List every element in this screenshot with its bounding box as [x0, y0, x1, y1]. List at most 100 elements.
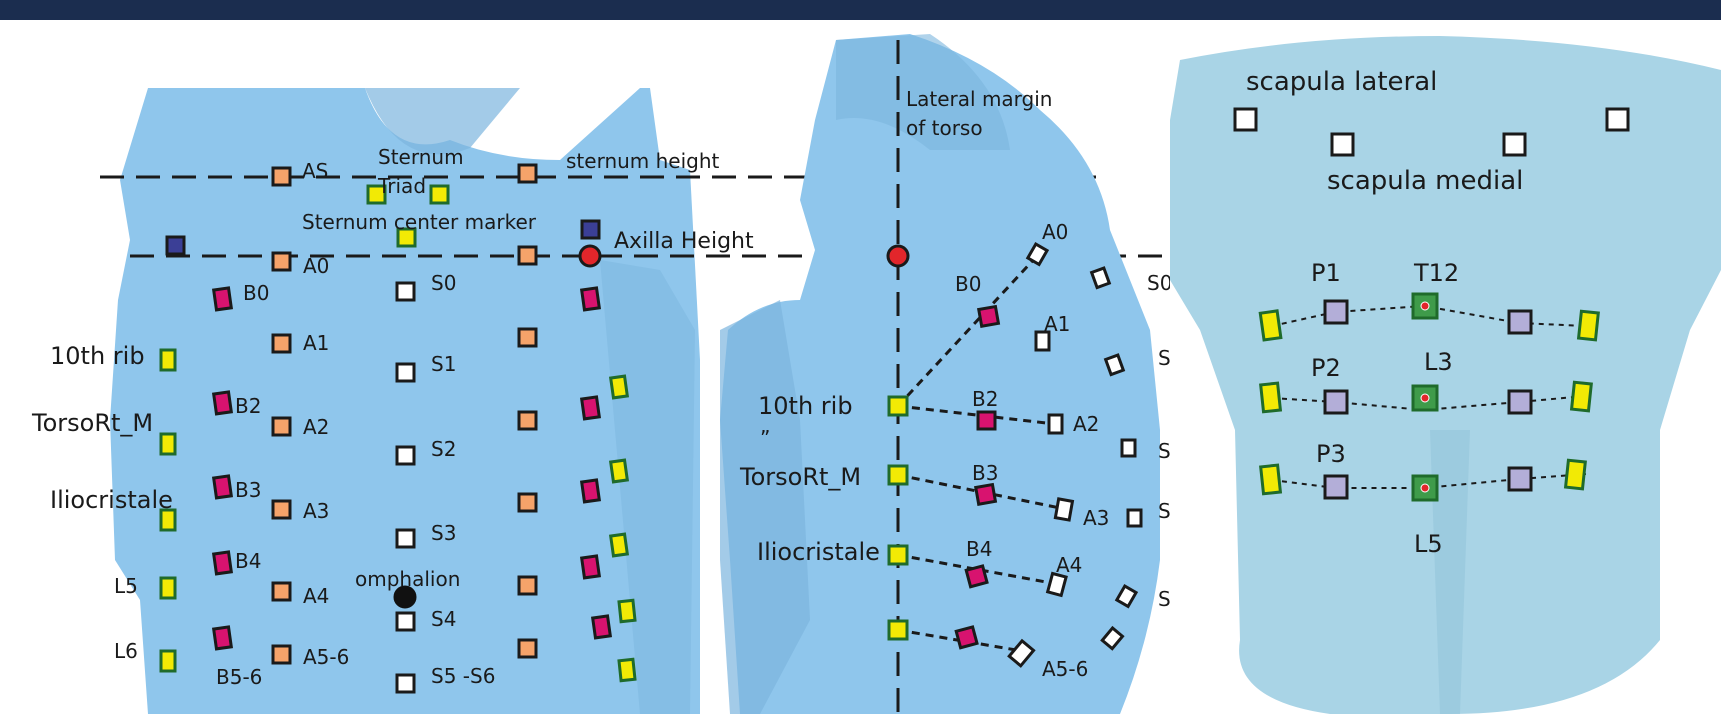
marker-back-t12-left-outer	[1260, 311, 1281, 340]
label-l3: L3	[1424, 348, 1453, 376]
label-omphalion: omphalion	[355, 567, 460, 591]
label-side-a5-6: A5-6	[1042, 657, 1088, 681]
marker-s5-s6	[397, 675, 414, 692]
label-side-a3: A3	[1083, 506, 1109, 530]
marker-a0	[273, 253, 290, 270]
label-l5-back: L5	[1414, 530, 1443, 558]
label-side-a2: A2	[1073, 412, 1099, 436]
label-side-tenth-rib: 10th rib	[758, 392, 853, 420]
marker-tenth-rib-left	[161, 350, 175, 370]
label-a1: A1	[303, 331, 329, 355]
marker-side-pelvis	[889, 621, 907, 639]
label-b0: B0	[243, 281, 269, 305]
marker-axilla-left-navy	[167, 237, 184, 254]
marker-back-l3-left-outer	[1261, 383, 1281, 412]
label-scapula-medial: scapula medial	[1327, 166, 1523, 196]
label-sternum-triad-line1: Sternum	[378, 145, 464, 169]
back-view-panel: scapula lateral scapula medial P1 T12 P2…	[1170, 20, 1721, 714]
marker-s0	[397, 283, 414, 300]
label-sternum-center-marker: Sternum center marker	[302, 210, 537, 234]
label-side-torso-rt-m: TorsoRt_M	[739, 463, 861, 491]
marker-side-torso-rt-m	[889, 466, 907, 484]
marker-b4-right	[582, 556, 600, 578]
label-tenth-rib: 10th rib	[50, 342, 145, 370]
marker-a4	[273, 583, 290, 600]
side-view-panel: Lateral margin of torso A0 B0 S0 A1 S 10…	[720, 34, 1183, 714]
label-side-b2: B2	[972, 387, 998, 411]
label-side-a1: A1	[1044, 312, 1070, 336]
label-side-tick: ”	[760, 426, 770, 450]
marker-l5-left	[161, 578, 175, 598]
label-s2: S2	[431, 437, 456, 461]
marker-scapula-lateral-right	[1607, 109, 1628, 130]
marker-side-a2	[1049, 415, 1062, 433]
marker-b4	[214, 552, 232, 574]
label-s0: S0	[431, 271, 456, 295]
marker-p1-left	[1325, 301, 1347, 323]
label-scapula-lateral: scapula lateral	[1246, 67, 1437, 97]
marker-t12-dot	[1421, 302, 1429, 310]
marker-s2	[397, 447, 414, 464]
label-side-b4: B4	[966, 537, 992, 561]
marker-s3	[397, 530, 414, 547]
marker-p1-right	[1509, 311, 1531, 333]
marker-scapula-lateral-left	[1235, 109, 1256, 130]
marker-l6-left	[161, 651, 175, 671]
label-b3: B3	[235, 478, 261, 502]
marker-a2	[273, 418, 290, 435]
label-side-b3: B3	[972, 461, 998, 485]
label-side-iliocristale: Iliocristale	[757, 538, 880, 566]
marker-back-l5-left-outer	[1261, 465, 1281, 494]
marker-a1-right	[519, 329, 536, 346]
marker-sternum-triad-right	[431, 186, 448, 203]
marker-a3-right	[519, 494, 536, 511]
label-iliocristale: Iliocristale	[50, 486, 173, 514]
marker-side-b2	[978, 412, 995, 429]
marker-sternum-height-right	[519, 165, 536, 182]
label-side-b0: B0	[955, 272, 981, 296]
label-a3: A3	[303, 499, 329, 523]
marker-b2-right	[582, 397, 600, 419]
marker-a2-right	[519, 412, 536, 429]
top-header-bar	[0, 0, 1721, 20]
label-p2: P2	[1311, 354, 1341, 382]
marker-side-b4	[966, 566, 987, 587]
marker-side-a3	[1055, 499, 1072, 520]
marker-tenth-rib-right	[611, 376, 628, 398]
marker-side-s2	[1122, 440, 1135, 456]
label-lateral-margin-line2: of torso	[906, 116, 983, 140]
marker-torso-rt-m-left	[161, 434, 175, 454]
marker-axilla-right-navy	[582, 221, 599, 238]
label-lateral-margin-line1: Lateral margin	[906, 87, 1052, 111]
marker-a0-right	[519, 247, 536, 264]
marker-s4	[397, 613, 414, 630]
marker-as	[273, 168, 290, 185]
marker-a5-6-right	[519, 640, 536, 657]
label-s4: S4	[431, 607, 456, 631]
label-p1: P1	[1311, 259, 1341, 287]
marker-l5-right	[619, 600, 635, 621]
label-b5-6: B5-6	[216, 665, 262, 689]
marker-torso-rt-m-right	[611, 460, 628, 482]
label-side-a4: A4	[1056, 553, 1082, 577]
marker-back-t12-right-outer	[1579, 311, 1599, 340]
label-torso-rt-m: TorsoRt_M	[31, 409, 153, 437]
marker-p3-left	[1325, 476, 1347, 498]
marker-scapula-medial-right	[1504, 134, 1525, 155]
marker-p2-left	[1325, 391, 1347, 413]
marker-back-l5-right-outer	[1566, 460, 1586, 489]
marker-a3	[273, 501, 290, 518]
marker-p2-right	[1509, 391, 1531, 413]
label-b2: B2	[235, 394, 261, 418]
marker-b5-6	[214, 627, 232, 649]
marker-a5-6	[273, 646, 290, 663]
marker-iliocristale-right	[611, 534, 628, 556]
marker-l6-right	[619, 659, 635, 680]
marker-side-s3	[1128, 510, 1141, 526]
label-p3: P3	[1316, 440, 1346, 468]
marker-axilla-red-front	[580, 246, 600, 266]
label-side-a0: A0	[1042, 220, 1068, 244]
label-sternum-triad-line2: Triad	[377, 174, 426, 198]
label-s1: S1	[431, 352, 456, 376]
